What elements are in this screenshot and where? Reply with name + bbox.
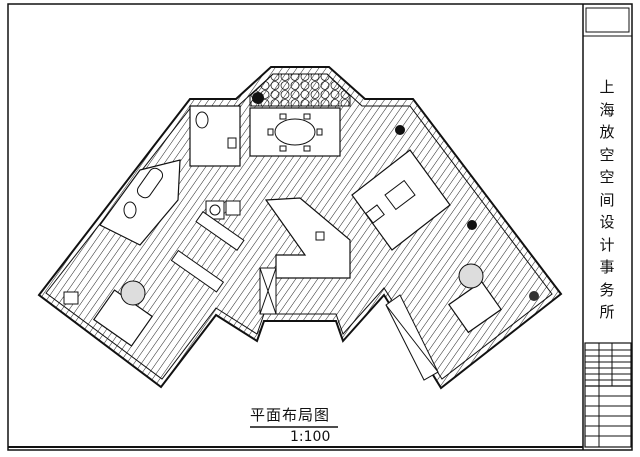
stair-2 — [170, 249, 225, 293]
plan-title: 平面布局图 — [250, 406, 331, 424]
title-block-table — [584, 342, 632, 448]
bathtub-icon — [136, 167, 164, 199]
dining-table-icon — [274, 118, 316, 146]
plant-icon-2 — [458, 263, 484, 289]
ottoman-icon — [365, 204, 385, 224]
sink-icon — [227, 137, 237, 149]
floor-plan — [37, 66, 563, 390]
stair-1 — [195, 211, 245, 251]
toilet-icon — [195, 111, 209, 129]
plan-scale: 1:100 — [290, 429, 331, 445]
outer-frame — [7, 3, 633, 451]
dining-chairs — [267, 113, 323, 152]
plant-icon-4 — [395, 125, 405, 135]
title-block-header-box — [585, 7, 630, 33]
cabinet-icon — [225, 200, 241, 216]
coffee-table-icon — [384, 179, 416, 211]
bed-right — [448, 280, 502, 334]
plant-icon-5 — [467, 220, 477, 230]
plant-icon-6 — [529, 291, 539, 301]
toilet-icon-2 — [123, 201, 137, 219]
kitchen-island — [264, 197, 351, 279]
bay-window-floor — [249, 73, 351, 107]
washer-icon — [205, 200, 225, 220]
cooktop-icon — [315, 231, 325, 241]
company-name: 上海放空空间设计事务所 — [599, 78, 615, 321]
plant-icon-3 — [252, 92, 264, 104]
chair-icon — [63, 291, 79, 305]
plant-icon — [120, 280, 146, 306]
